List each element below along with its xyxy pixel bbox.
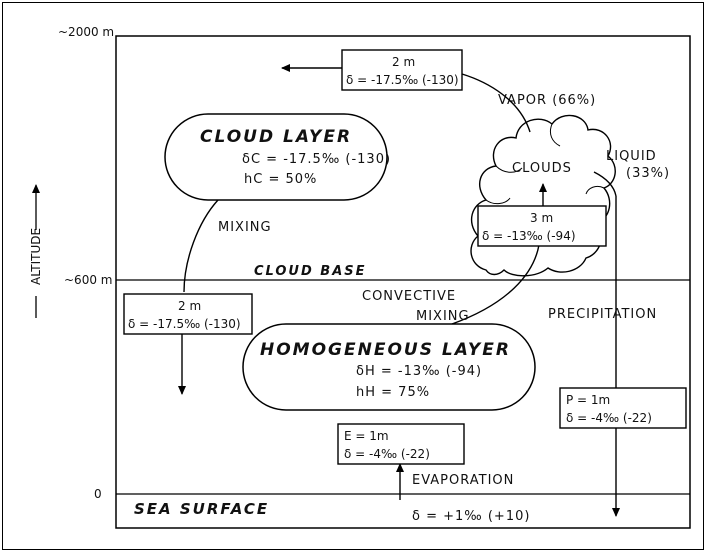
convective-label-2: MIXING <box>416 309 470 324</box>
clouds-label: CLOUDS <box>512 161 572 176</box>
liquid-percent: (33%) <box>626 166 670 181</box>
sea-surface-label: SEA SURFACE <box>134 500 269 518</box>
top-flux-delta: δ = -17.5‰ (-130) <box>346 73 459 87</box>
updraft-flux-delta: δ = -13‰ (-94) <box>482 229 576 243</box>
vapor-label: VAPOR (66%) <box>498 93 596 108</box>
top-flux-amount: 2 m <box>392 55 415 69</box>
mixing-flux-amount: 2 m <box>178 299 201 313</box>
tick-2000: ~2000 m <box>58 25 114 39</box>
liquid-label: LIQUID <box>606 149 657 164</box>
convective-label-1: CONVECTIVE <box>362 289 456 304</box>
cloud-base-label: CLOUD BASE <box>254 264 367 279</box>
cloud-layer-title: CLOUD LAYER <box>200 127 352 147</box>
precipitation-label: PRECIPITATION <box>548 307 657 322</box>
tick-0: 0 <box>94 487 102 501</box>
evaporation-label: EVAPORATION <box>412 473 514 488</box>
mixing-label: MIXING <box>218 220 272 235</box>
mixing-flux-delta: δ = -17.5‰ (-130) <box>128 317 241 331</box>
homogeneous-layer-delta: δH = -13‰ (-94) <box>356 364 482 379</box>
sea-surface-delta: δ = +1‰ (+10) <box>412 509 530 524</box>
homogeneous-layer-humidity: hH = 75% <box>356 385 430 400</box>
cloud-layer-delta: δC = -17.5‰ (-130) <box>242 152 391 167</box>
homogeneous-layer-title: HOMOGENEOUS LAYER <box>260 340 511 360</box>
altitude-label: ALTITUDE <box>29 228 43 285</box>
evap-flux-delta: δ = -4‰ (-22) <box>344 447 430 461</box>
mixing-curve <box>184 200 218 292</box>
precip-flux-delta: δ = -4‰ (-22) <box>566 411 652 425</box>
updraft-flux-amount: 3 m <box>530 211 553 225</box>
tick-600: ~600 m <box>64 273 112 287</box>
cloud-layer-humidity: hC = 50% <box>244 172 317 187</box>
evap-flux-amount: E = 1m <box>344 429 389 443</box>
precip-flux-amount: P = 1m <box>566 393 610 407</box>
